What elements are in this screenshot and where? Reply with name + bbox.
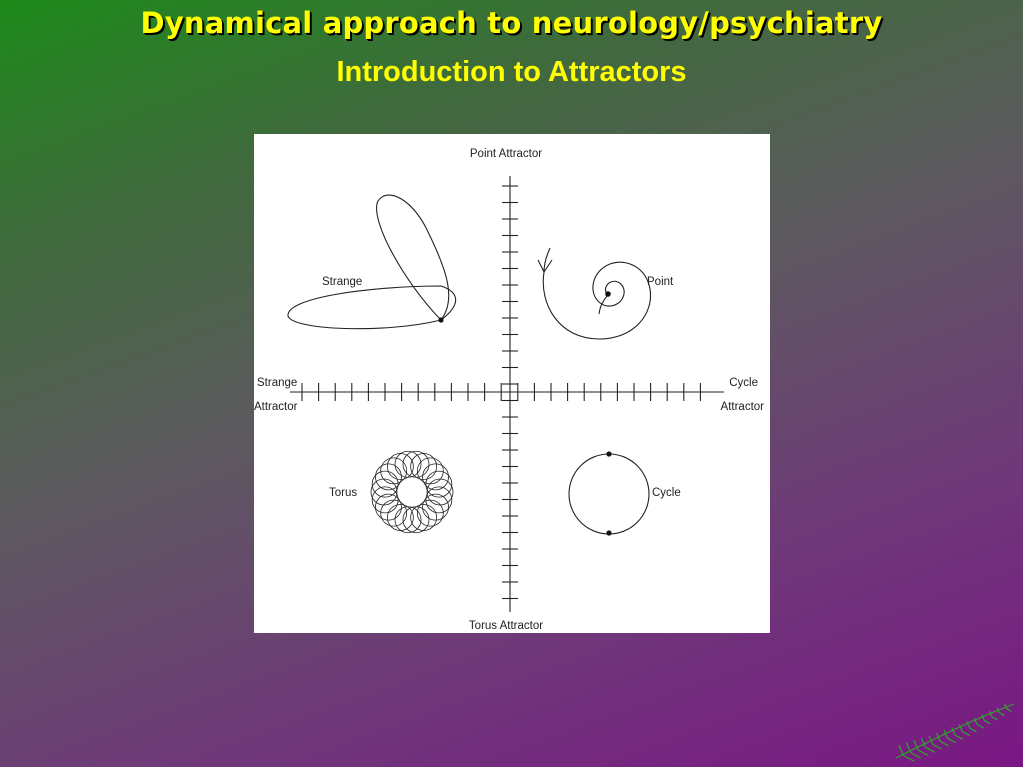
torus-ring-circle <box>422 493 449 521</box>
vertical-axis-ticks <box>502 185 518 600</box>
torus-ring-circle <box>402 506 430 534</box>
cycle-bottom-dot <box>606 530 612 536</box>
attractor-diagram-svg: Point Attractor Torus Attractor Strange … <box>254 148 765 632</box>
torus-ring-circle <box>402 450 430 478</box>
axis-label-bottom: Torus Attractor <box>469 620 543 632</box>
torus-ring-circle <box>371 486 399 514</box>
torus-ring-circle <box>371 470 399 498</box>
fern-icon <box>895 703 1015 762</box>
attractor-diagram: Point Attractor Torus Attractor Strange … <box>254 134 770 633</box>
torus-ring-circle <box>425 470 453 498</box>
torus-attractor-rings <box>370 450 454 534</box>
point-attractor-dot <box>605 291 611 297</box>
slide-subtitle: Introduction to Attractors <box>336 56 687 88</box>
spiral-arrow-icon <box>537 247 553 274</box>
axis-label-top: Point Attractor <box>470 148 542 160</box>
cycle-top-dot <box>606 451 612 457</box>
torus-ring-circle <box>422 463 449 491</box>
strange-attractor-curve <box>287 194 457 330</box>
torus-ring-circle <box>380 457 408 485</box>
strange-attractor-dot <box>438 317 444 323</box>
torus-ring-circle <box>416 499 444 527</box>
quadrant-label-strange: Strange <box>322 276 362 288</box>
torus-ring-circle <box>416 457 444 485</box>
torus-ring-circle <box>375 463 402 491</box>
torus-ring-circle <box>394 506 422 534</box>
torus-ring-circle <box>386 504 414 531</box>
axis-label-left-line1: Strange <box>257 377 297 389</box>
torus-ring-circle <box>375 493 402 521</box>
torus-ring-circle <box>425 486 453 514</box>
quadrant-label-cycle: Cycle <box>652 487 681 499</box>
axis-label-right-line1: Cycle <box>729 377 758 389</box>
horizontal-axis-ticks <box>301 383 701 401</box>
quadrant-label-point: Point <box>647 276 674 288</box>
quadrant-label-torus: Torus <box>329 487 357 499</box>
torus-ring-circle <box>410 453 438 480</box>
axis-label-right-line2: Attractor <box>721 401 765 413</box>
slide-title: Dynamical approach to neurology/psychiat… <box>140 6 883 40</box>
cycle-attractor-circle <box>568 453 650 535</box>
axis-label-left-line2: Attractor <box>254 401 298 413</box>
point-attractor-spiral <box>542 261 652 340</box>
torus-ring-circle <box>394 450 422 478</box>
